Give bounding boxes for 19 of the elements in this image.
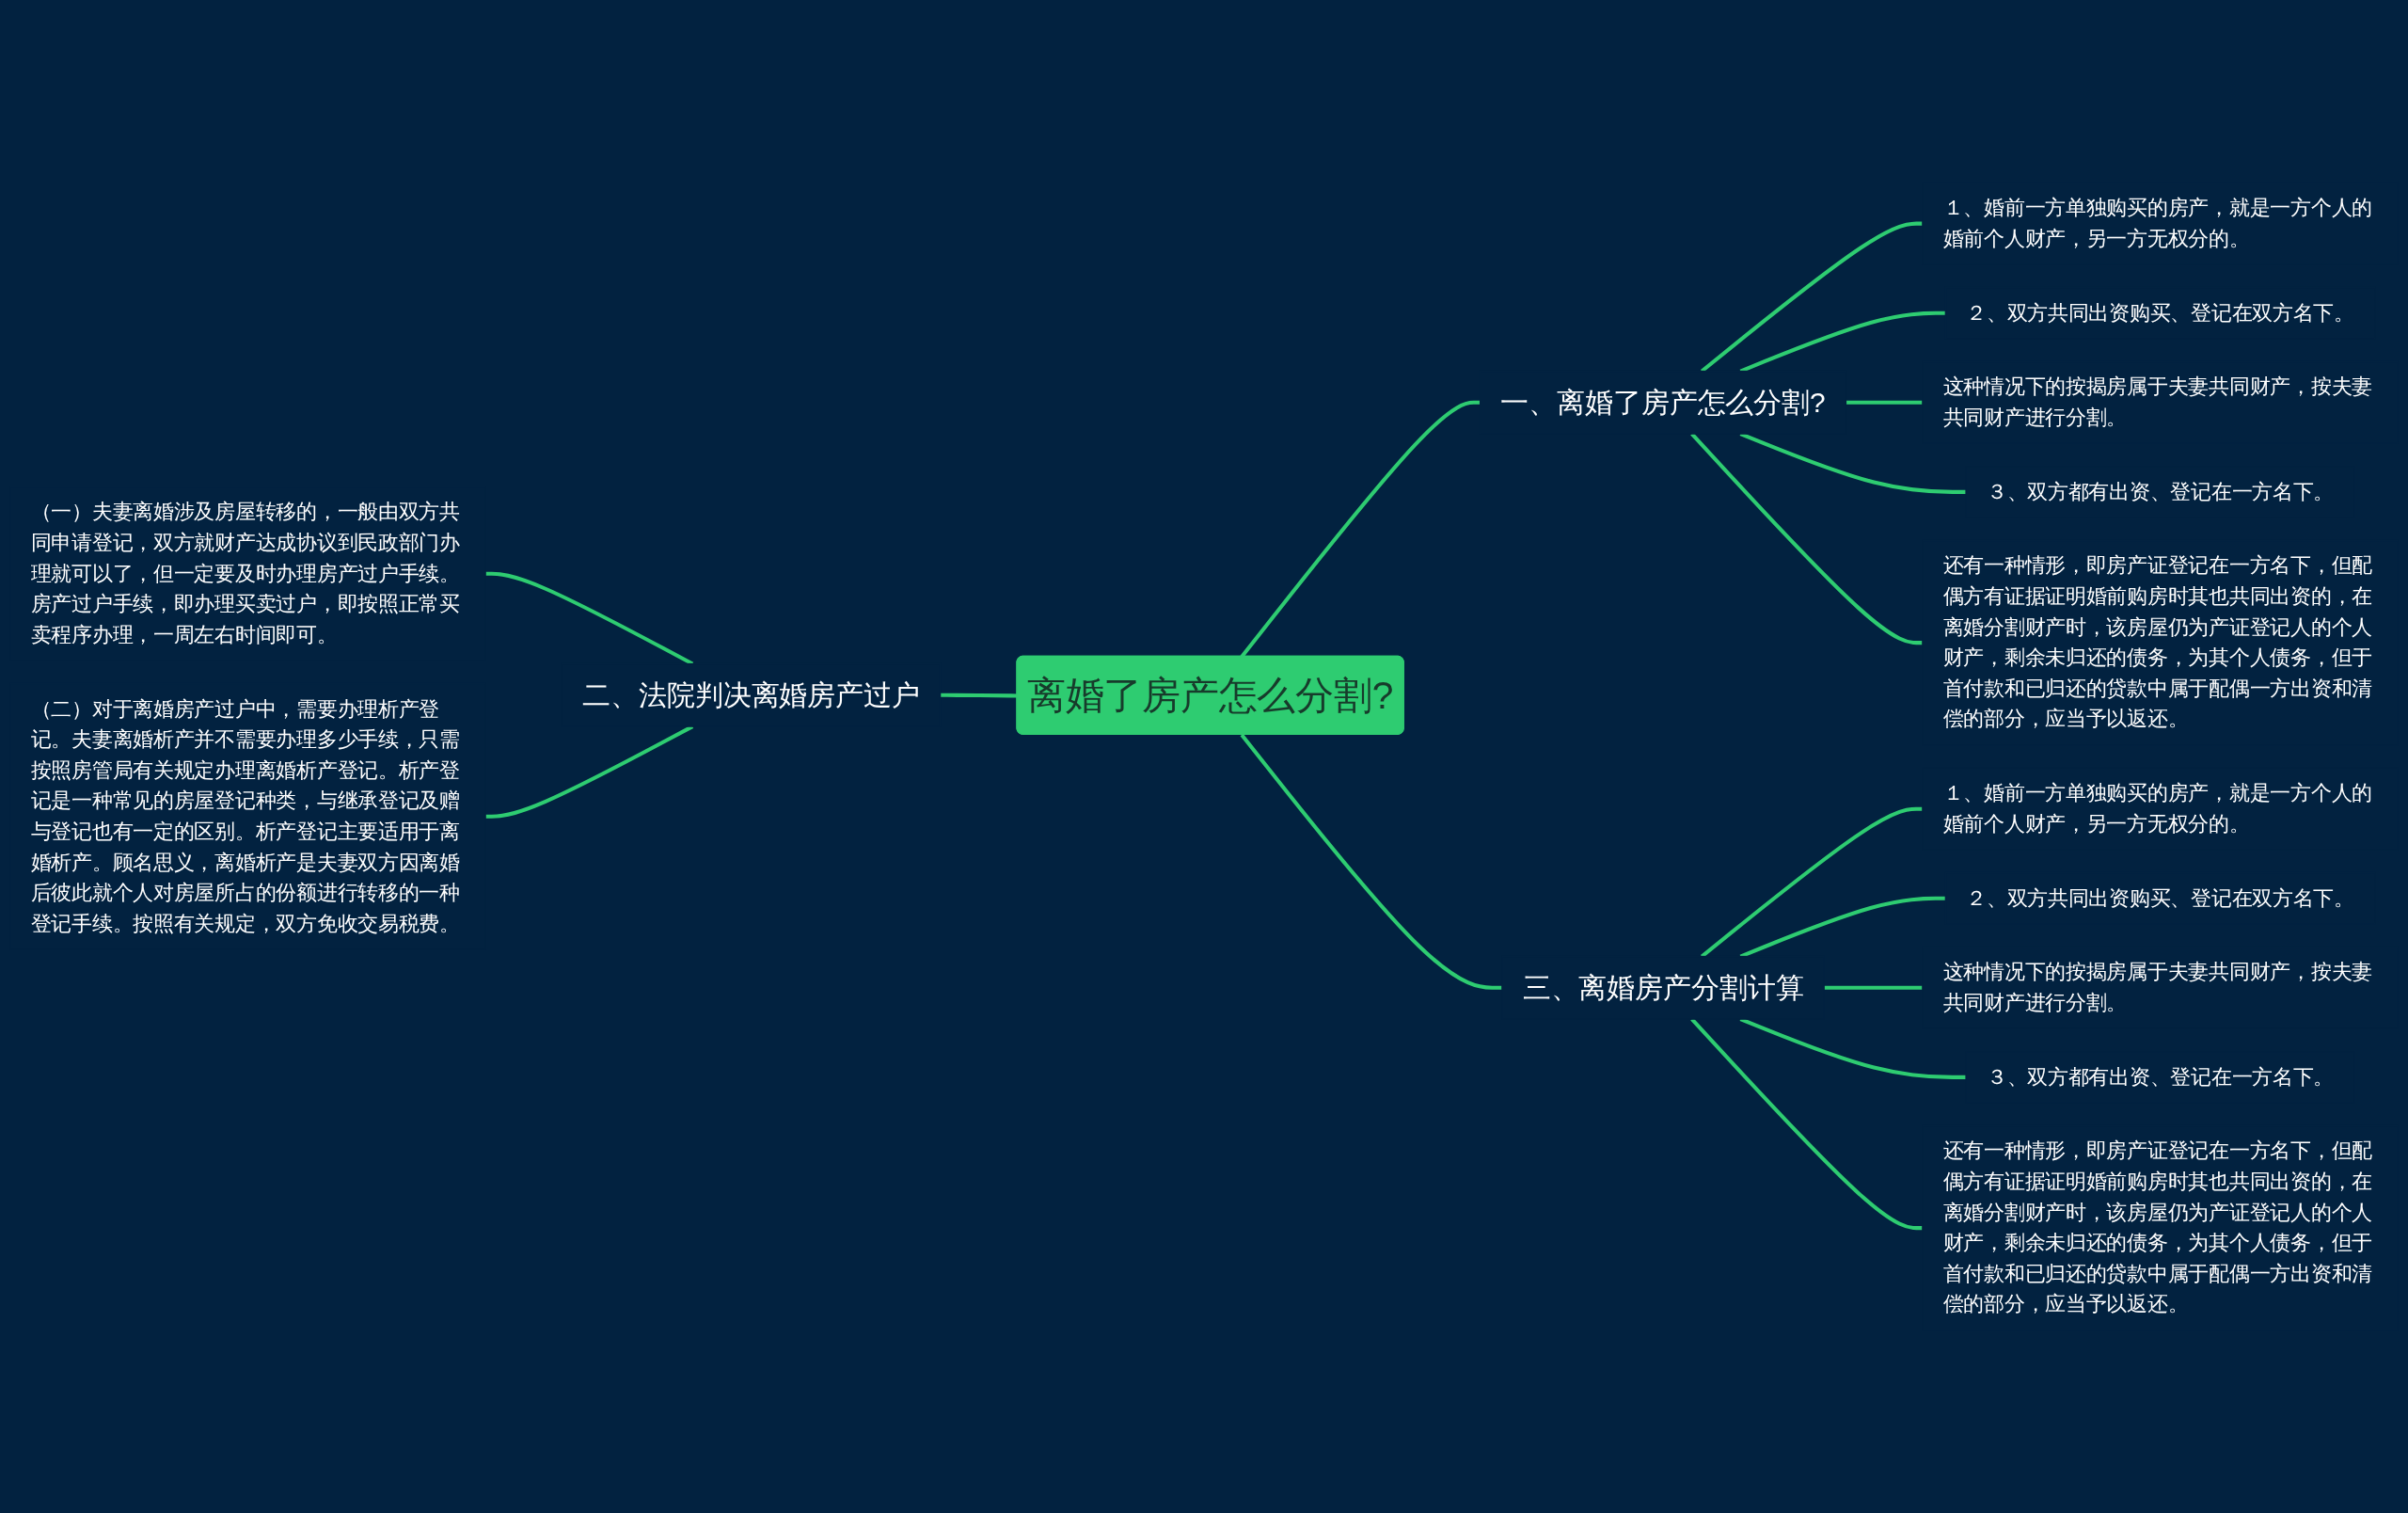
node-text: ２、双方共同出资购买、登记在双方名下。 (1966, 886, 2354, 909)
node-text: ３、双方都有出资、登记在一方名下。 (1986, 1065, 2335, 1088)
node-text: 这种情况下的按揭房属于夫妻共同财产，按夫妻共同财产进行分割。 (1942, 961, 2372, 1013)
connector (1240, 733, 1502, 990)
node-text: 一、离婚了房产怎么分割? (1500, 386, 1826, 419)
node-text: 还有一种情形，即房产证登记在一方名下，但配偶方有证据证明婚前购房时其也共同出资的，在离婚分割财产时，该房屋仍为产证登记人的个人财产，剩余未归还的债务，为其个人债务，但于首付款和已归还的贷款中属于配偶一方出资和清偿的部分，应当予以返还。 (1942, 1139, 2372, 1315)
node-text: 三、离婚房产分割计算 (1522, 971, 1804, 1004)
node-text: （一）夫妻离婚涉及房屋转移的，一般由双方共同申请登记，双方就财产达成协议到民政部门办理就可以了，但一定要及时办理房产过户手续。房产过户手续，即办理买卖过户，即按照正常买卖程序办理，一周左右时间即可。 (30, 501, 460, 645)
connector (940, 693, 1018, 698)
node-text: 这种情况下的按揭房属于夫妻共同财产，按夫妻共同财产进行分割。 (1942, 375, 2372, 428)
connector (1846, 400, 1923, 405)
node-text: 还有一种情形，即房产证登记在一方名下，但配偶方有证据证明婚前购房时其也共同出资的，在离婚分割财产时，该房屋仍为产证登记人的个人财产，剩余未归还的债务，为其个人债务，但于首付款和已归还的贷款中属于配偶一方出资和清偿的部分，应当予以返还。 (1942, 554, 2372, 730)
node-text: ３、双方都有出资、登记在一方名下。 (1986, 480, 2335, 502)
node-text: １、婚前一方单独购买的房产，就是一方个人的婚前个人财产，另一方无权分的。 (1942, 197, 2372, 249)
node-text: 二、法院判决离婚房产过户 (582, 678, 920, 711)
connector (1824, 985, 1923, 990)
node-text: （二）对于离婚房产过户中，需要办理析产登记。夫妻离婚析产并不需要办理多少手续，只需按照房管局有关规定办理离婚析产登记。析产登记是一种常见的房屋登记种类，与继承登记及赠与登记也有一定的区别。析产登记主要适用于离婚析产。顾名思义，离婚析产是夫妻双方因离婚后彼此就个人对房屋所占的份额进行转移的一种登记手续。按照有关规定，双方免收交易税费。 (30, 697, 460, 934)
node-text: ２、双方共同出资购买、登记在双方名下。 (1966, 301, 2354, 324)
node-text: １、婚前一方单独购买的房产，就是一方个人的婚前个人财产，另一方无权分的。 (1942, 782, 2372, 835)
